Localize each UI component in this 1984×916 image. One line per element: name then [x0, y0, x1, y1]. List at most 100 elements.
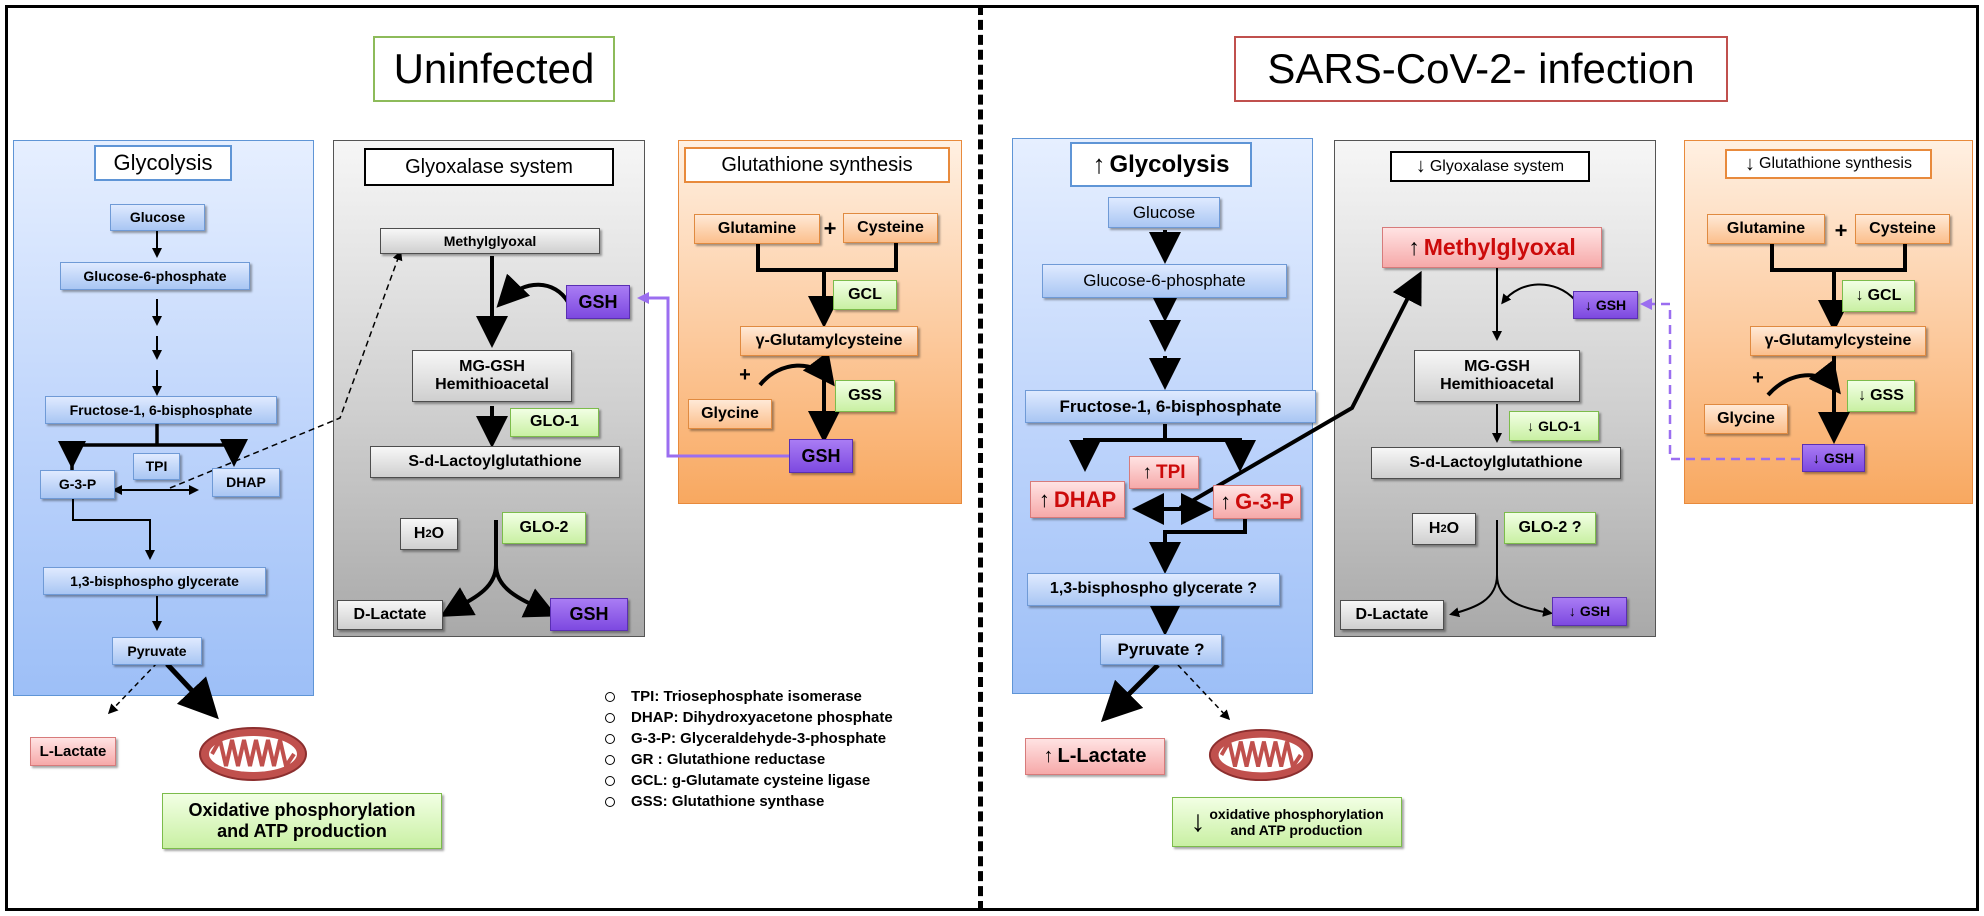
gsh-output-node: GSH [550, 598, 628, 631]
h2o-sub: 2 [425, 527, 432, 540]
infected-gsh-input-node: ↓GSH [1573, 291, 1638, 319]
h2o-h: H [413, 524, 426, 542]
down-arrow-icon: ↓ [1190, 804, 1206, 838]
mg-gsh-hemithioacetal-node: MG-GSH Hemithioacetal [412, 350, 572, 402]
uninfected-glyoxalase-panel [333, 140, 645, 637]
infected-glycolysis-label: Glycolysis [1109, 150, 1230, 178]
infected-oxphos-text: oxidative phosphorylation and ATP produc… [1209, 806, 1383, 838]
gsh-product-node: GSH [789, 439, 853, 473]
legend-item: GSS: Glutathione synthase [605, 791, 893, 812]
infected-bpg-node: 1,3-bisphospho glycerate ? [1027, 573, 1280, 606]
glycine-node: Glycine [688, 399, 772, 429]
legend-text: GCL: g-Glutamate cysteine ligase [631, 772, 871, 789]
up-arrow-icon: ↑ [1038, 486, 1050, 512]
legend-text: GR : Glutathione reductase [631, 751, 826, 768]
fructose-bisphosphate-node: Fructose-1, 6-bisphosphate [45, 396, 277, 424]
uninfected-glycolysis-title: Glycolysis [94, 145, 232, 181]
up-arrow-icon: ↑ [1408, 234, 1420, 261]
gsh-label: GSH [1579, 603, 1611, 620]
cysteine-node: Cysteine [843, 213, 938, 243]
legend-item: GCL: g-Glutamate cysteine ligase [605, 770, 893, 791]
infected-glutathione-label: Glutathione synthesis [1759, 155, 1912, 172]
down-arrow-icon: ↓ [1812, 449, 1820, 466]
mg-gsh-line2: Hemithioacetal [435, 376, 549, 393]
infected-oxphos-line1: oxidative phosphorylation [1209, 805, 1384, 822]
down-arrow-icon: ↓ [1584, 296, 1592, 313]
infected-cysteine-node: Cysteine [1855, 214, 1950, 244]
infected-gss-enzyme: ↓GSS [1847, 380, 1915, 412]
title-infection: SARS-CoV-2- infection [1234, 36, 1728, 102]
infected-d-lactate-node: D-Lactate [1340, 600, 1444, 630]
infected-glycine-node: Glycine [1704, 404, 1788, 434]
down-arrow-icon: ↓ [1527, 417, 1535, 434]
gcl-enzyme: GCL [833, 280, 897, 310]
bullet-icon [605, 754, 615, 765]
gss-label: GSS [1870, 386, 1904, 404]
plus-sign-2: + [739, 364, 751, 386]
mitochondrion-icon [199, 727, 307, 781]
g3p-label: G-3-P [1235, 489, 1294, 515]
legend-item: G-3-P: Glyceraldehyde-3-phosphate [605, 728, 893, 749]
mitochondrion-icon [1208, 728, 1314, 782]
plus-sign: + [1834, 218, 1848, 243]
glucose-node: Glucose [110, 204, 205, 231]
infected-mg-gsh-line1: MG-GSH [1464, 357, 1530, 375]
infected-dhap-node: ↑DHAP [1030, 481, 1125, 518]
up-arrow-icon: ↑ [1092, 149, 1106, 179]
infected-methylglyoxal-node: ↑Methylglyoxal [1382, 227, 1602, 268]
s-d-lactoylglutathione-node: S-d-Lactoylglutathione [370, 446, 620, 478]
infected-glutathione-title: ↓Glutathione synthesis [1725, 149, 1932, 179]
infected-glyoxalase-label: Glyoxalase system [1429, 157, 1565, 175]
infected-mg-gsh-node: MG-GSH Hemithioacetal [1414, 350, 1580, 402]
legend-item: DHAP: Dihydroxyacetone phosphate [605, 707, 893, 728]
l-lactate-label: L-Lactate [1057, 745, 1147, 767]
h2o-o: O [1446, 519, 1460, 537]
legend-text: GSS: Glutathione synthase [631, 793, 825, 810]
down-arrow-icon: ↓ [1415, 155, 1426, 177]
glo1-enzyme: GLO-1 [510, 408, 599, 437]
bisphosphoglycerate-node: 1,3-bisphospho glycerate [43, 567, 266, 595]
down-arrow-icon: ↓ [1858, 386, 1867, 404]
d-lactate-node: D-Lactate [337, 600, 443, 630]
gsh-input-node: GSH [566, 285, 630, 319]
methylglyoxal-node: Methylglyoxal [380, 228, 600, 254]
infected-slg-node: S-d-Lactoylglutathione [1371, 447, 1621, 479]
infected-glutamine-node: Glutamine [1707, 214, 1825, 244]
infected-glutamylcysteine-node: γ-Glutamylcysteine [1750, 326, 1926, 356]
title-uninfected: Uninfected [373, 36, 615, 102]
plus-sign: + [823, 216, 837, 241]
uninfected-glutathione-title: Glutathione synthesis [684, 147, 950, 183]
gsh-label: GSH [1595, 296, 1627, 313]
infected-glycolysis-title: ↑Glycolysis [1070, 142, 1252, 187]
center-divider [978, 5, 983, 911]
infected-glucose-node: Glucose [1108, 197, 1220, 228]
h2o-sub: 2 [1440, 522, 1447, 535]
infected-pyruvate-node: Pyruvate ? [1100, 634, 1222, 665]
mg-gsh-line1: MG-GSH [459, 357, 525, 375]
infected-glo1-enzyme: ↓GLO-1 [1509, 411, 1599, 441]
up-arrow-icon: ↑ [1220, 489, 1232, 515]
dhap-label: DHAP [1053, 486, 1117, 512]
infected-glyoxalase-title: ↓Glyoxalase system [1390, 151, 1590, 182]
gcl-label: GCL [1867, 286, 1902, 304]
legend-text: DHAP: Dihydroxyacetone phosphate [631, 709, 893, 726]
infected-mg-gsh-line2: Hemithioacetal [1440, 376, 1554, 393]
pyruvate-node: Pyruvate [112, 637, 202, 665]
legend-text: TPI: Triosephosphate isomerase [631, 688, 862, 705]
figure-border [5, 5, 1979, 911]
oxphos-node: Oxidative phosphorylation and ATP produc… [162, 793, 442, 849]
infected-gsh-product-node: ↓GSH [1802, 444, 1865, 472]
infected-oxphos-line2: and ATP production [1230, 822, 1363, 838]
infected-l-lactate-node: ↑L-Lactate [1025, 738, 1165, 775]
gsh-label: GSH [1823, 449, 1855, 466]
up-arrow-icon: ↑ [1142, 461, 1152, 483]
glucose-6-phosphate-node: Glucose-6-phosphate [60, 262, 250, 290]
bullet-icon [605, 796, 615, 807]
tpi-label: TPI [1155, 461, 1186, 483]
legend-text: G-3-P: Glyceraldehyde-3-phosphate [631, 730, 887, 747]
infected-fructose-bisphosphate-node: Fructose-1, 6-bisphosphate [1025, 390, 1316, 423]
methylglyoxal-label: Methylglyoxal [1423, 234, 1576, 261]
h2o-h: H [1428, 519, 1441, 537]
